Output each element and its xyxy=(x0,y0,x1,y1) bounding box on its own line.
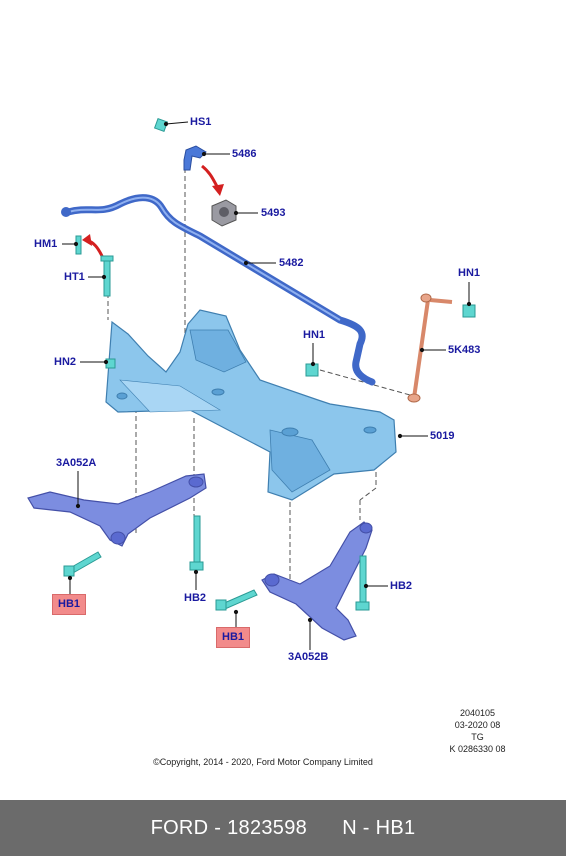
label-5486: 5486 xyxy=(232,148,257,160)
footer-bar: FORD - 1823598 N - HB1 xyxy=(0,800,566,856)
label-hm1: HM1 xyxy=(34,238,58,250)
label-5k483: 5K483 xyxy=(448,344,481,356)
leader-lines xyxy=(62,121,472,650)
label-hn1-mid: HN1 xyxy=(303,329,326,341)
clamp-icon xyxy=(183,145,207,171)
stamp-line-3: TG xyxy=(471,732,484,742)
stamp-line-2: 03-2020 08 xyxy=(454,720,501,730)
copyright-notice: ©Copyright, 2014 - 2020, Ford Motor Comp… xyxy=(153,757,373,767)
label-3a052b: 3A052B xyxy=(288,651,329,663)
lower-control-arm-right xyxy=(261,521,373,641)
label-hn1-right: HN1 xyxy=(458,267,481,279)
label-5493: 5493 xyxy=(261,207,286,219)
label-5482: 5482 xyxy=(279,257,304,269)
label-5019: 5019 xyxy=(430,430,455,442)
fastener-icons xyxy=(63,117,476,611)
label-hn2: HN2 xyxy=(54,356,77,368)
reference-stamp: 2040105 03-2020 08 TG K 0286330 08 xyxy=(430,707,525,755)
footer-part-number: FORD - 1823598 N - HB1 xyxy=(150,817,416,839)
stamp-line-1: 2040105 xyxy=(459,708,496,718)
label-hb2-left: HB2 xyxy=(184,592,207,604)
label-hb1-right-highlighted: HB1 xyxy=(216,627,251,648)
label-hs1: HS1 xyxy=(190,116,212,128)
lower-control-arm-left xyxy=(27,473,207,547)
label-ht1: HT1 xyxy=(64,271,85,283)
front-subframe xyxy=(105,309,397,501)
parts-diagram xyxy=(27,117,476,650)
label-hb2-right: HB2 xyxy=(390,580,413,592)
label-hb1-left-highlighted: HB1 xyxy=(52,594,87,615)
label-3a052a: 3A052A xyxy=(56,457,97,469)
stamp-line-4: K 0286330 08 xyxy=(449,744,506,754)
stabilizer-link xyxy=(407,293,453,403)
